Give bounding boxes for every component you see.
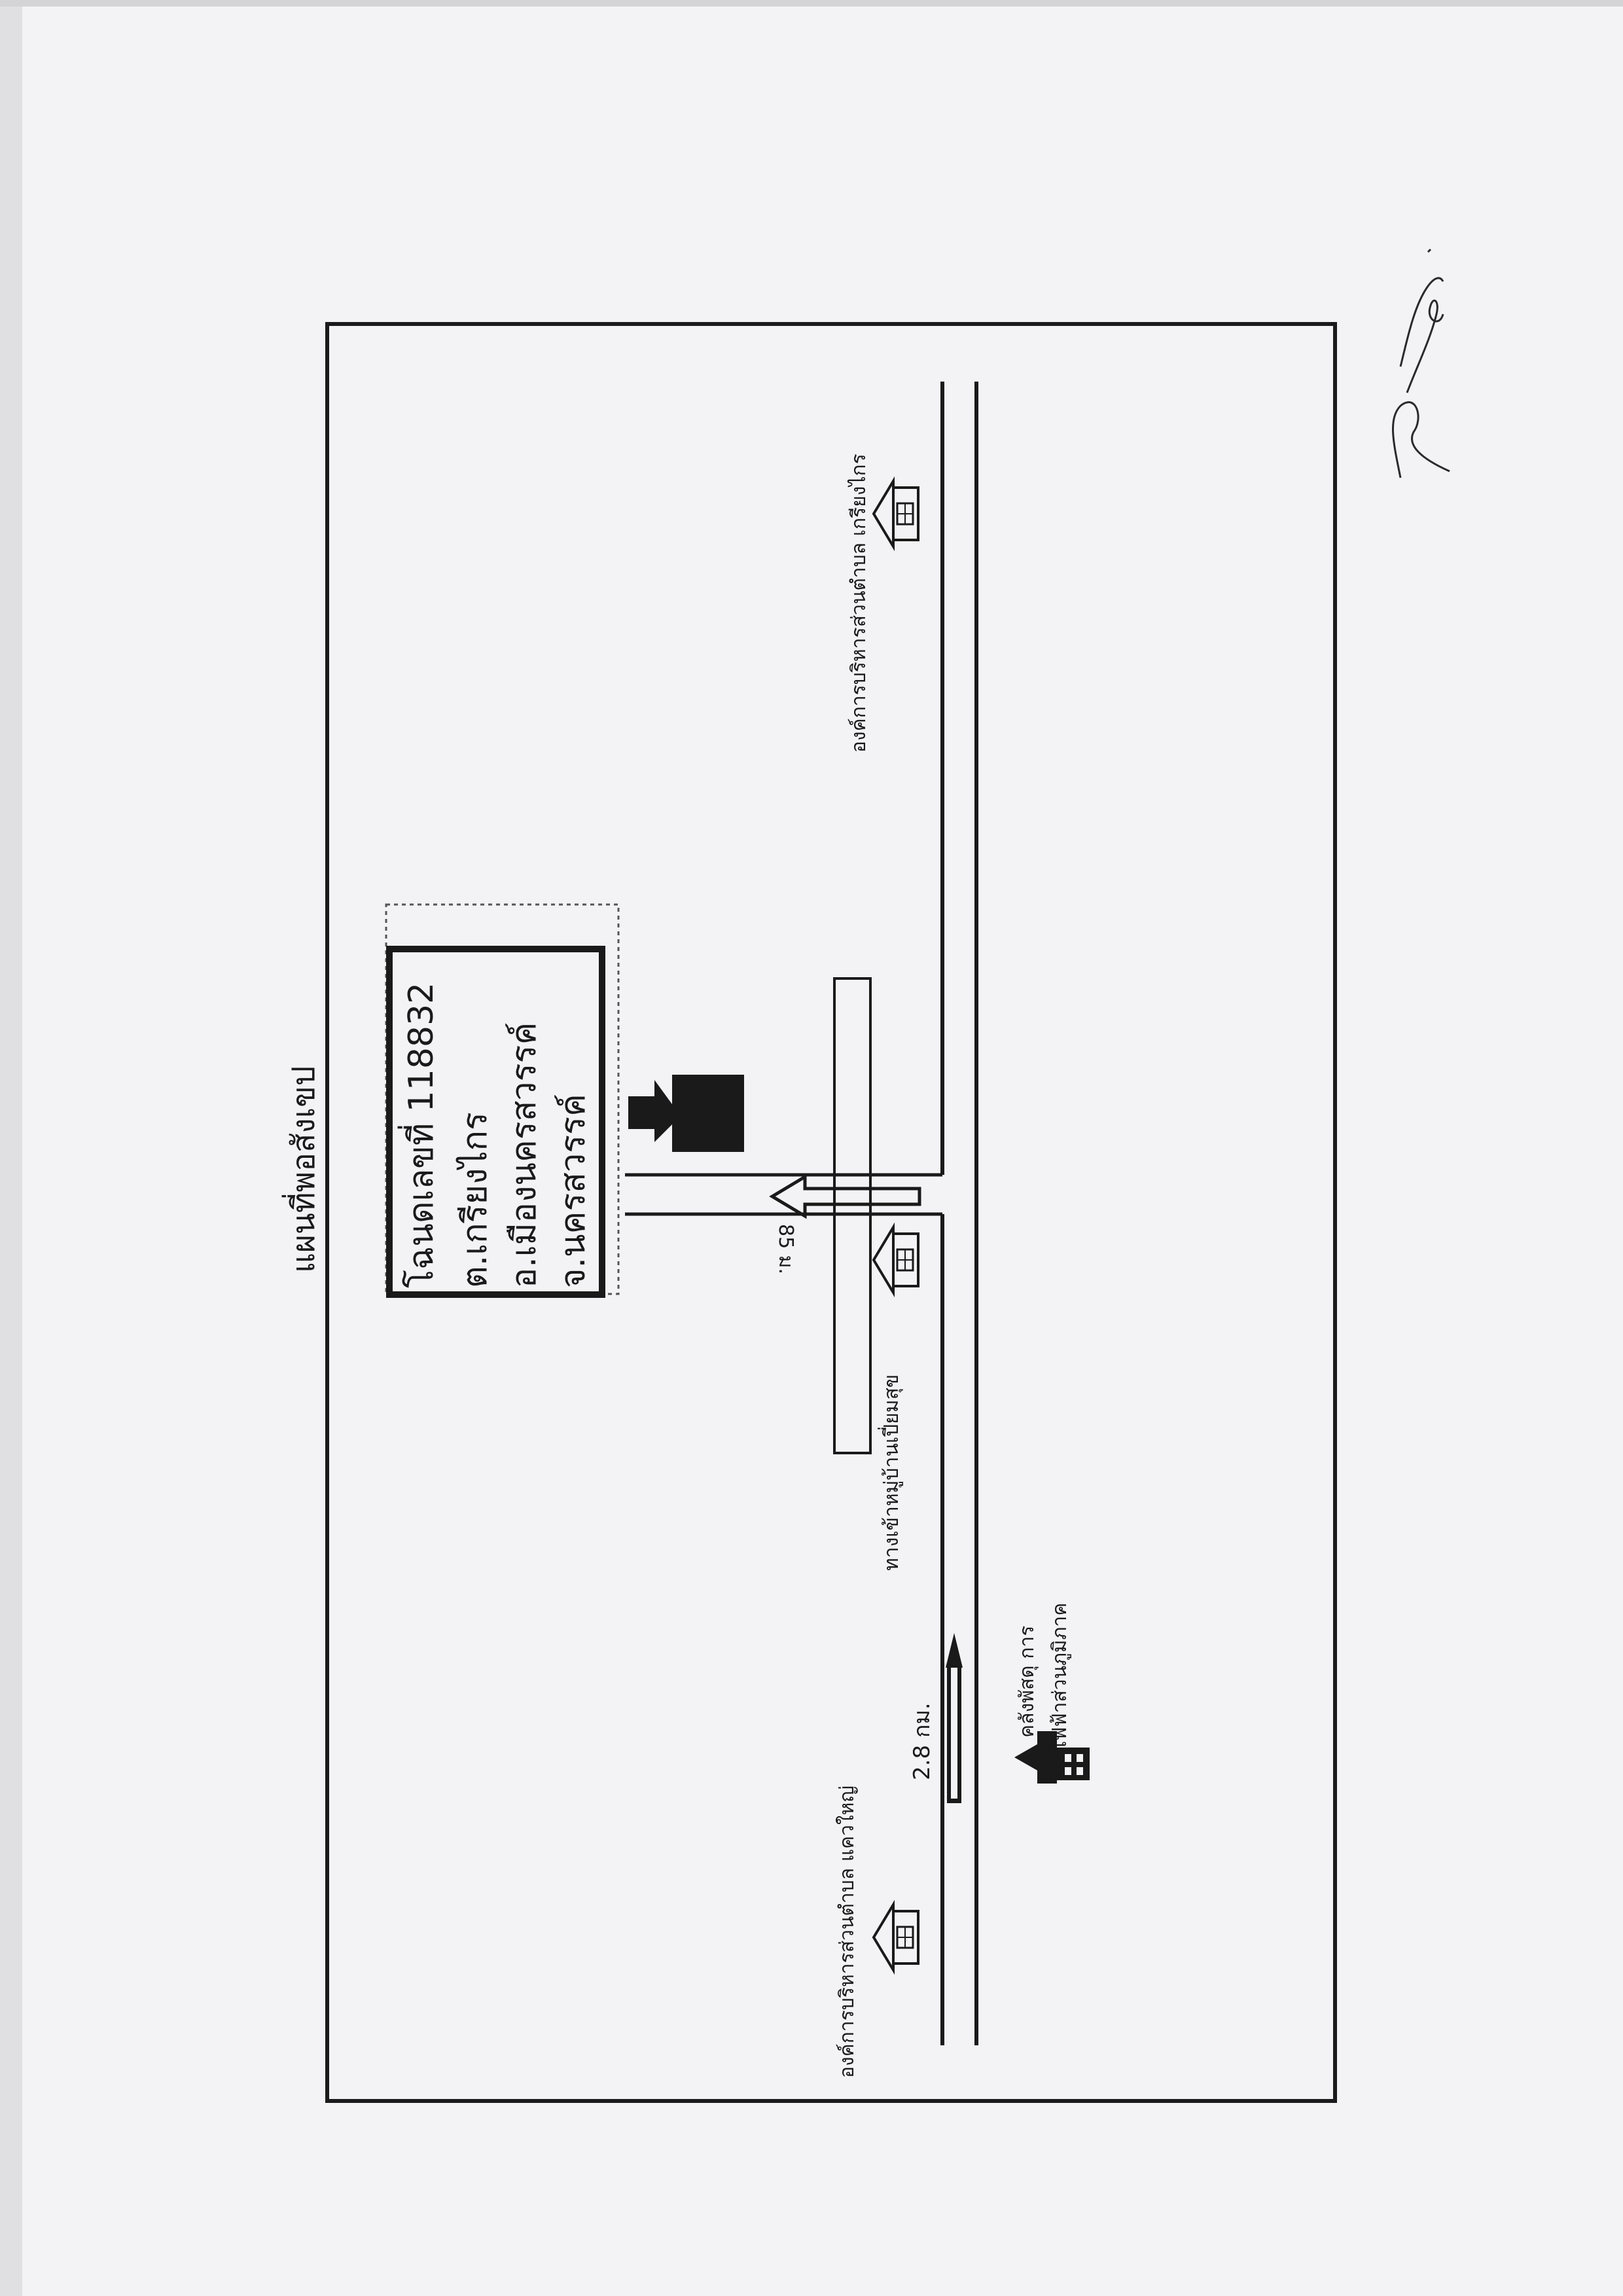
parcel-subdistrict: ต.เกรียงไกร [455, 1112, 495, 1288]
warehouse-label-line1: คลังพัสดุ การ [1016, 1625, 1039, 1738]
branch-arrow-icon [769, 1174, 921, 1219]
warehouse-label-line2: ไฟฟ้าส่วนภูมิภาค [1048, 1602, 1071, 1751]
page-title: แผนที่พอสังเขป [285, 1066, 322, 1273]
map-frame [325, 322, 1337, 2103]
distance-label-short: 85 ม. [774, 1224, 797, 1275]
house-icon [872, 1222, 919, 1298]
parcel-label-box [386, 946, 605, 1298]
parcel-district: อ.เมืองนครสวรรค์ [505, 1022, 544, 1288]
parcel-province: จ.นครสวรรค์ [554, 1094, 593, 1288]
scan-edge-top [0, 0, 1623, 7]
sao-kriangkrai-label: องค์การบริหารส่วนตำบล เกรียงไกร [847, 454, 870, 753]
main-road-arrow-inner [951, 1668, 957, 1799]
house-icon [872, 1899, 919, 1975]
village-road-strip [833, 977, 872, 1454]
distance-label-long: 2.8 กม. [909, 1702, 935, 1780]
plot-pointer-arrow-icon [628, 1080, 681, 1142]
house-icon [872, 476, 919, 552]
signature [1392, 248, 1450, 478]
parcel-dotted-box [385, 903, 620, 1295]
electricity-building-icon [1014, 1731, 1090, 1784]
parcel-deed-number: โฉนดเลขที่ 118832 [402, 982, 441, 1288]
sao-khwae-yai-label: องค์การบริหารส่วนตำบล แควใหญ่ [836, 1785, 859, 2078]
main-road-arrow-icon [946, 1633, 963, 1668]
village-road-label: ทางเข้าหมู่บ้านเปี่ยมสุข [880, 1374, 903, 1571]
scan-edge-left [0, 0, 22, 2296]
plot-marker [672, 1075, 744, 1152]
